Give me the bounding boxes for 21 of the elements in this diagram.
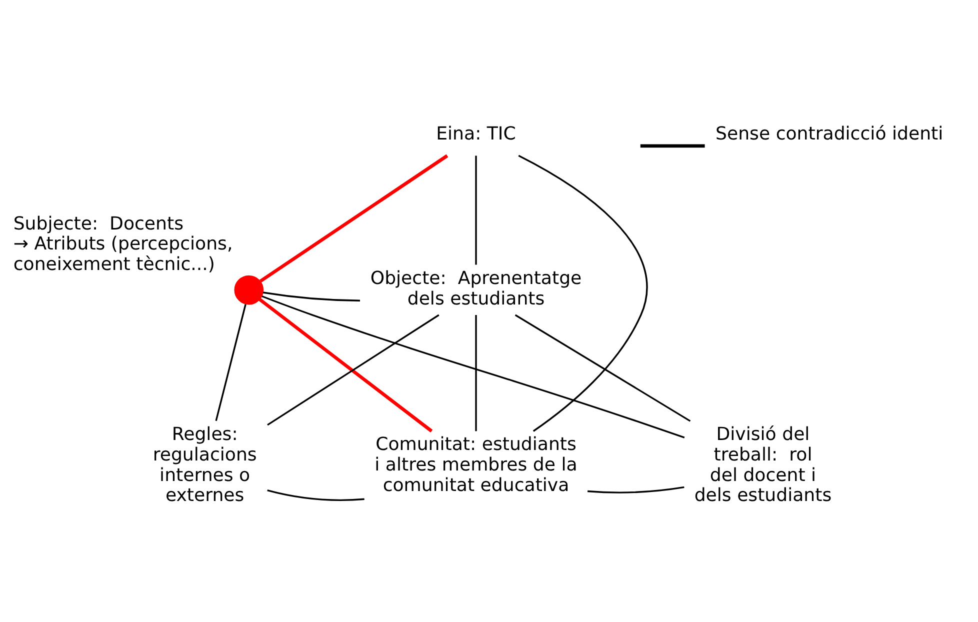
connector [587, 486, 684, 493]
connector [262, 294, 685, 438]
connector [518, 154, 648, 432]
node-text: Eina: TIC [436, 123, 516, 144]
connector [514, 314, 691, 422]
connector [267, 314, 440, 426]
node-text: Objecte: Aprenentatge dels estudiants [370, 268, 582, 309]
node-circle [234, 274, 264, 304]
node-text: Regles: regulacions internes o externes [152, 424, 257, 506]
connector [258, 297, 433, 432]
node-label: Subjecte: Docents [13, 212, 184, 234]
connector [260, 154, 448, 282]
node-text: Comunitat: estudiants i altres membres de la comunitat educativa [374, 434, 578, 496]
node-text: Divisió del treball: rol del docent i dels estudiants [694, 424, 832, 506]
node-label: → Atributs (percepcions, coneixement tècnic...) [13, 233, 233, 275]
legend-label: Sense contradicció identi [716, 123, 944, 144]
connector [475, 314, 477, 431]
connector [215, 304, 246, 421]
connector [267, 489, 364, 501]
connector [262, 291, 360, 301]
connector [475, 155, 477, 264]
